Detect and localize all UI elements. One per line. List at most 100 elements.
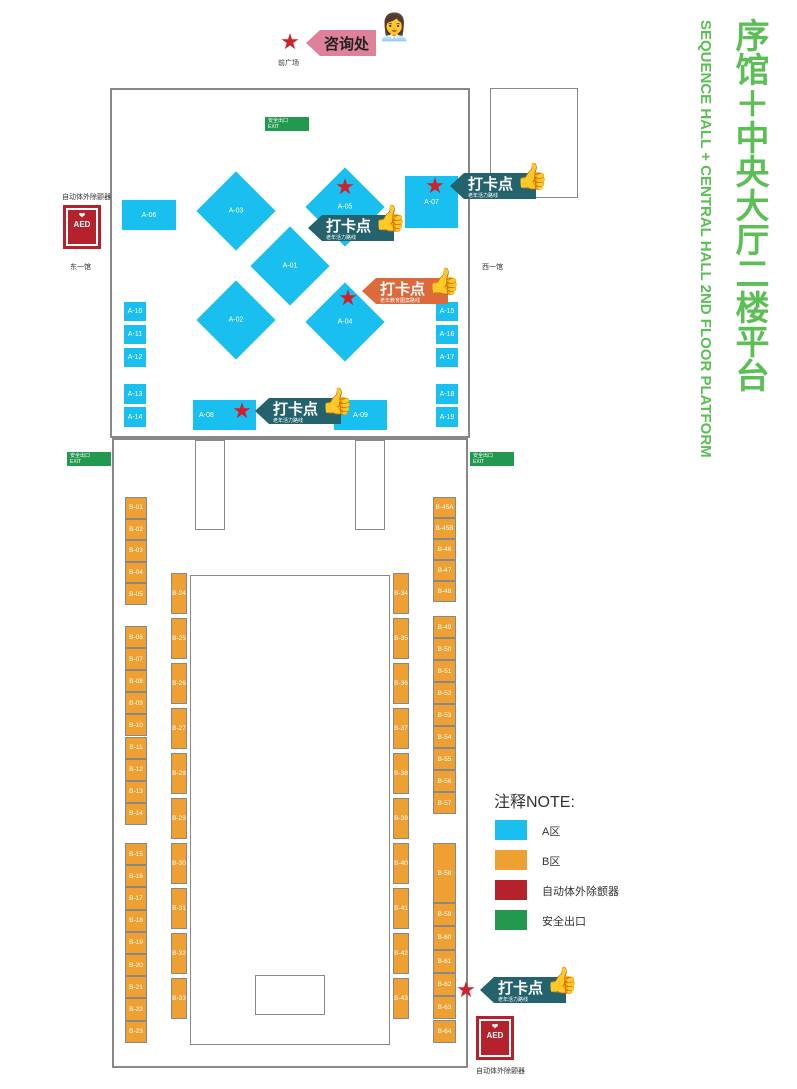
checkin-sub: 老年活力路线 (326, 235, 357, 241)
booth-b-26: B-26 (171, 663, 187, 704)
checkin-star-icon: ★ (456, 977, 476, 1002)
booth-b-13: B-13 (125, 780, 147, 803)
booth-a-14: A-14 (124, 407, 146, 427)
booth-b-37: B-37 (393, 708, 409, 749)
checkin-tag: 打卡点老年活力路线 (480, 977, 566, 1003)
staff-avatar-icon: 👩‍💼 (378, 12, 411, 42)
booth-b-01: B-01 (125, 497, 147, 519)
booth-b-24: B-24 (171, 573, 187, 614)
legend-label: 安全出口 (542, 916, 586, 928)
booth-b-05: B-05 (125, 583, 147, 605)
thumbs-up-icon: 👍 (321, 386, 354, 416)
booth-b-07: B-07 (125, 648, 147, 671)
booth-label: A-01 (282, 262, 298, 270)
exit-cn: 安全出口 (268, 118, 289, 124)
booth-b-63: B-63 (433, 996, 456, 1020)
booth-b-17: B-17 (125, 887, 147, 910)
checkin-sub: 老年活力路线 (498, 997, 529, 1003)
info-desk-star-icon: ★ (280, 29, 300, 54)
booth-b-42: B-42 (393, 933, 409, 974)
booth-b-15: B-15 (125, 843, 147, 866)
checkin-tag: 打卡点老年活力路线 (308, 215, 394, 241)
booth-b-08: B-08 (125, 670, 147, 693)
booth-a-15: A-15 (436, 302, 458, 321)
booth-b-40: B-40 (393, 843, 409, 884)
thumbs-up-icon: 👍 (546, 965, 579, 995)
booth-b-53: B-53 (433, 704, 456, 726)
booth-a-19: A-19 (436, 407, 458, 427)
booth-b-58: B-58 (433, 843, 456, 903)
thumbs-up-icon: 👍 (374, 203, 407, 233)
booth-a-18: A-18 (436, 384, 458, 404)
booth-b-22: B-22 (125, 998, 147, 1021)
checkin-star-icon: ★ (425, 173, 445, 198)
booth-b-55: B-55 (433, 748, 456, 770)
checkin-star-icon: ★ (232, 398, 252, 423)
booth-label: A-03 (228, 207, 244, 215)
booth-b-20: B-20 (125, 954, 147, 977)
checkin-label: 打卡点 (326, 218, 372, 235)
booth-b-02: B-02 (125, 518, 147, 541)
booth-b-46: B-46 (433, 539, 456, 560)
booth-b-45a: B-45A (433, 497, 456, 518)
booth-b-25: B-25 (171, 618, 187, 659)
booth-b-21: B-21 (125, 976, 147, 999)
booth-a-16: A-16 (436, 325, 458, 344)
legend-swatch (495, 880, 527, 900)
booth-b-32: B-32 (171, 933, 187, 974)
legend-swatch (495, 820, 527, 840)
checkin-sub: 老年活力路线 (273, 418, 304, 424)
exit-en: EXIT (473, 459, 485, 465)
checkin-sub: 老年教育图案路线 (380, 298, 421, 304)
booth-b-45b: B-45B (433, 518, 456, 539)
aed-top-icon: ❤AED (63, 205, 101, 249)
booth-label: A-04 (337, 318, 353, 326)
booth-b-54: B-54 (433, 726, 456, 748)
booth-a-09: A-09 (334, 400, 387, 430)
east-hall-label: 东一馆 (70, 264, 91, 271)
aed-text: AED (73, 220, 91, 229)
booth-b-47: B-47 (433, 560, 456, 581)
checkin-tag: 打卡点老年活力路线 (450, 173, 536, 199)
checkin-label: 打卡点 (498, 980, 544, 997)
booth-a-10: A-10 (124, 302, 146, 321)
checkin-label: 打卡点 (380, 281, 426, 298)
booth-b-29: B-29 (171, 798, 187, 839)
checkin-star-icon: ★ (335, 174, 355, 199)
booth-b-09: B-09 (125, 692, 147, 715)
title-cn: 序馆＋中央大厅二楼平台 (730, 18, 768, 392)
checkin-sub: 老年活力路线 (468, 193, 499, 199)
legend-swatch (495, 910, 527, 930)
front-plaza-label: 前广场 (278, 60, 299, 67)
exit-en: EXIT (268, 124, 280, 130)
checkin-tag: 打卡点老年活力路线 (255, 398, 341, 424)
booth-a-08: A-08 (193, 400, 256, 430)
booth-b-52: B-52 (433, 682, 456, 704)
thumbs-up-icon: 👍 (516, 161, 549, 191)
booth-b-33: B-33 (171, 978, 187, 1019)
stair-bottom (255, 975, 325, 1015)
booth-label: A-05 (337, 203, 353, 211)
legend-swatch (495, 850, 527, 870)
booth-a-06: A-06 (122, 200, 176, 230)
booth-b-62: B-62 (433, 972, 456, 997)
booth-b-49: B-49 (433, 616, 456, 638)
atrium-wall (190, 575, 390, 1045)
checkin-label: 打卡点 (468, 176, 514, 193)
booth-b-18: B-18 (125, 909, 147, 932)
booth-b-16: B-16 (125, 865, 147, 888)
booth-b-57: B-57 (433, 792, 456, 814)
checkin-tag: 打卡点老年教育图案路线 (362, 278, 448, 304)
booth-b-60: B-60 (433, 926, 456, 950)
booth-b-41: B-41 (393, 888, 409, 929)
legend-label: 自动体外除颤器 (542, 886, 619, 898)
booth-a-07: A-07 (405, 176, 458, 228)
booth-b-51: B-51 (433, 660, 456, 682)
booth-b-10: B-10 (125, 714, 147, 737)
checkin-label: 打卡点 (273, 401, 319, 418)
booth-b-50: B-50 (433, 638, 456, 660)
booth-b-34: B-34 (393, 573, 409, 614)
booth-b-04: B-04 (125, 561, 147, 584)
